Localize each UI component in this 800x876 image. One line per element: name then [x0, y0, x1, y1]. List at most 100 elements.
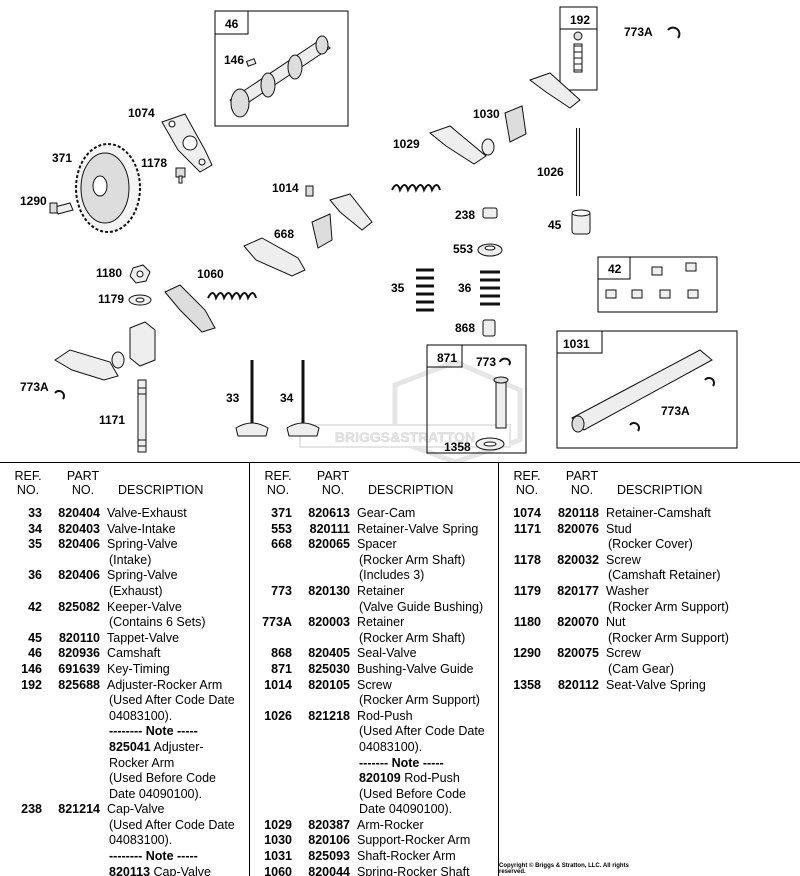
valve-seat [475, 437, 505, 451]
callout-42: 42 [608, 262, 622, 276]
part-number: 820106 [308, 833, 350, 848]
part-description: Screw [606, 552, 641, 567]
description-continuation: 04083100). [109, 708, 173, 723]
description-continuation: (Used After Code Date [109, 693, 235, 708]
description-continuation: (Rocker Arm Support) [359, 693, 480, 708]
timing-key [245, 58, 257, 67]
callout-773a-left: 773A [20, 380, 49, 394]
part-number: 821214 [58, 802, 100, 817]
spacer-left [111, 351, 125, 369]
ref-number: 871 [271, 661, 292, 676]
watermark-text: BRIGGS&STRATTON [335, 429, 475, 445]
description-continuation: Rocker Arm [109, 755, 175, 770]
part-description: Spring-Valve [107, 568, 178, 583]
ref-number: 33 [28, 506, 42, 520]
ref-number: 1014 [264, 677, 292, 692]
callout-1178: 1178 [141, 156, 167, 170]
part-number: 820405 [308, 646, 350, 661]
ref-number: 1060 [264, 864, 292, 876]
callout-1180: 1180 [96, 266, 122, 280]
callout-868: 868 [455, 321, 475, 335]
alternate-part-number: 825041 [109, 739, 151, 754]
part-description: Valve-Exhaust [107, 506, 187, 520]
description-continuation: (Contains 6 Sets) [109, 615, 206, 630]
callout-box-1031 [556, 330, 738, 449]
callout-1030: 1030 [473, 107, 500, 121]
alternate-part-line: 820109 Rod-Push [359, 771, 499, 787]
ref-number: 35 [28, 537, 42, 552]
part-number: 820044 [308, 864, 350, 876]
ref-number: 773 [271, 583, 292, 598]
part-description: Support-Rocker Arm [357, 833, 471, 848]
part-description: Rod-Push [357, 708, 413, 723]
callout-773: 773 [476, 355, 496, 369]
cam-gear-screw [49, 202, 74, 215]
part-description: Cap-Valve [107, 802, 165, 817]
callout-34: 34 [280, 391, 294, 405]
rocker-arm-support-screw [305, 185, 314, 197]
alternate-part-line: 825041 Adjuster- [109, 740, 248, 756]
description-continuation: (Intake) [109, 552, 152, 567]
part-number: 825688 [58, 677, 100, 692]
part-description: Retainer [357, 615, 405, 630]
cam-gear [75, 143, 141, 233]
description-continuation: (Used Before Code [109, 771, 217, 786]
ref-number: 773A [262, 615, 292, 630]
part-number: 825082 [58, 599, 100, 614]
description-continuation: (Used After Code Date [359, 724, 485, 739]
part-description: Camshaft [107, 646, 161, 661]
part-number: 820076 [557, 521, 599, 536]
description-header: DESCRIPTION [617, 483, 703, 497]
rocker-arm-left [54, 284, 216, 381]
part-description: Retainer [357, 583, 405, 598]
part-number: 820406 [58, 537, 100, 552]
ref-number: 45 [28, 630, 42, 645]
camshaft [229, 35, 331, 118]
part-number: 820110 [58, 630, 100, 645]
ref-no-header: REF.NO. [513, 469, 541, 497]
ref-number: 1171 [513, 521, 541, 536]
ref-number: 1179 [513, 583, 541, 598]
part-number: 820032 [557, 552, 599, 567]
part-number: 820111 [309, 521, 350, 536]
ref-number: 46 [28, 646, 42, 661]
note-line: -------- Note ----- [109, 724, 198, 739]
rocker-shaft-spring-left [207, 292, 257, 301]
part-number: 820403 [58, 521, 100, 536]
description-continuation: (Camshaft Retainer) [608, 568, 721, 583]
part-description: Gear-Cam [357, 506, 416, 520]
description-continuation: (Cam Gear) [608, 661, 674, 676]
part-number: 820404 [58, 506, 100, 520]
valve-seal [482, 319, 496, 337]
retainer-clip-left [54, 390, 65, 400]
rocker-arm-adjuster [573, 31, 583, 73]
part-number: 825093 [308, 849, 350, 864]
briggs-stratton-watermark: BRIGGS&STRATTON [299, 359, 523, 462]
callout-146: 146 [224, 53, 244, 67]
part-number: 820118 [557, 506, 599, 520]
part-description: Key-Timing [107, 661, 170, 676]
alternate-part-description: Rod-Push [404, 771, 460, 786]
part-number: 820613 [308, 506, 350, 520]
callout-box-192 [559, 6, 598, 91]
description-continuation: (Used Before Code [359, 786, 467, 801]
valve-tappet [571, 209, 591, 235]
part-number: 820936 [58, 646, 100, 661]
part-description: Nut [606, 615, 626, 630]
part-description: Bushing-Valve Guide [357, 661, 474, 676]
intake-valve [286, 360, 320, 437]
ref-number: 192 [21, 677, 42, 692]
ref-number: 1074 [513, 506, 541, 520]
part-description: Spring-Rocker Shaft [357, 864, 470, 876]
note-line: -------- Note ----- [109, 849, 198, 864]
